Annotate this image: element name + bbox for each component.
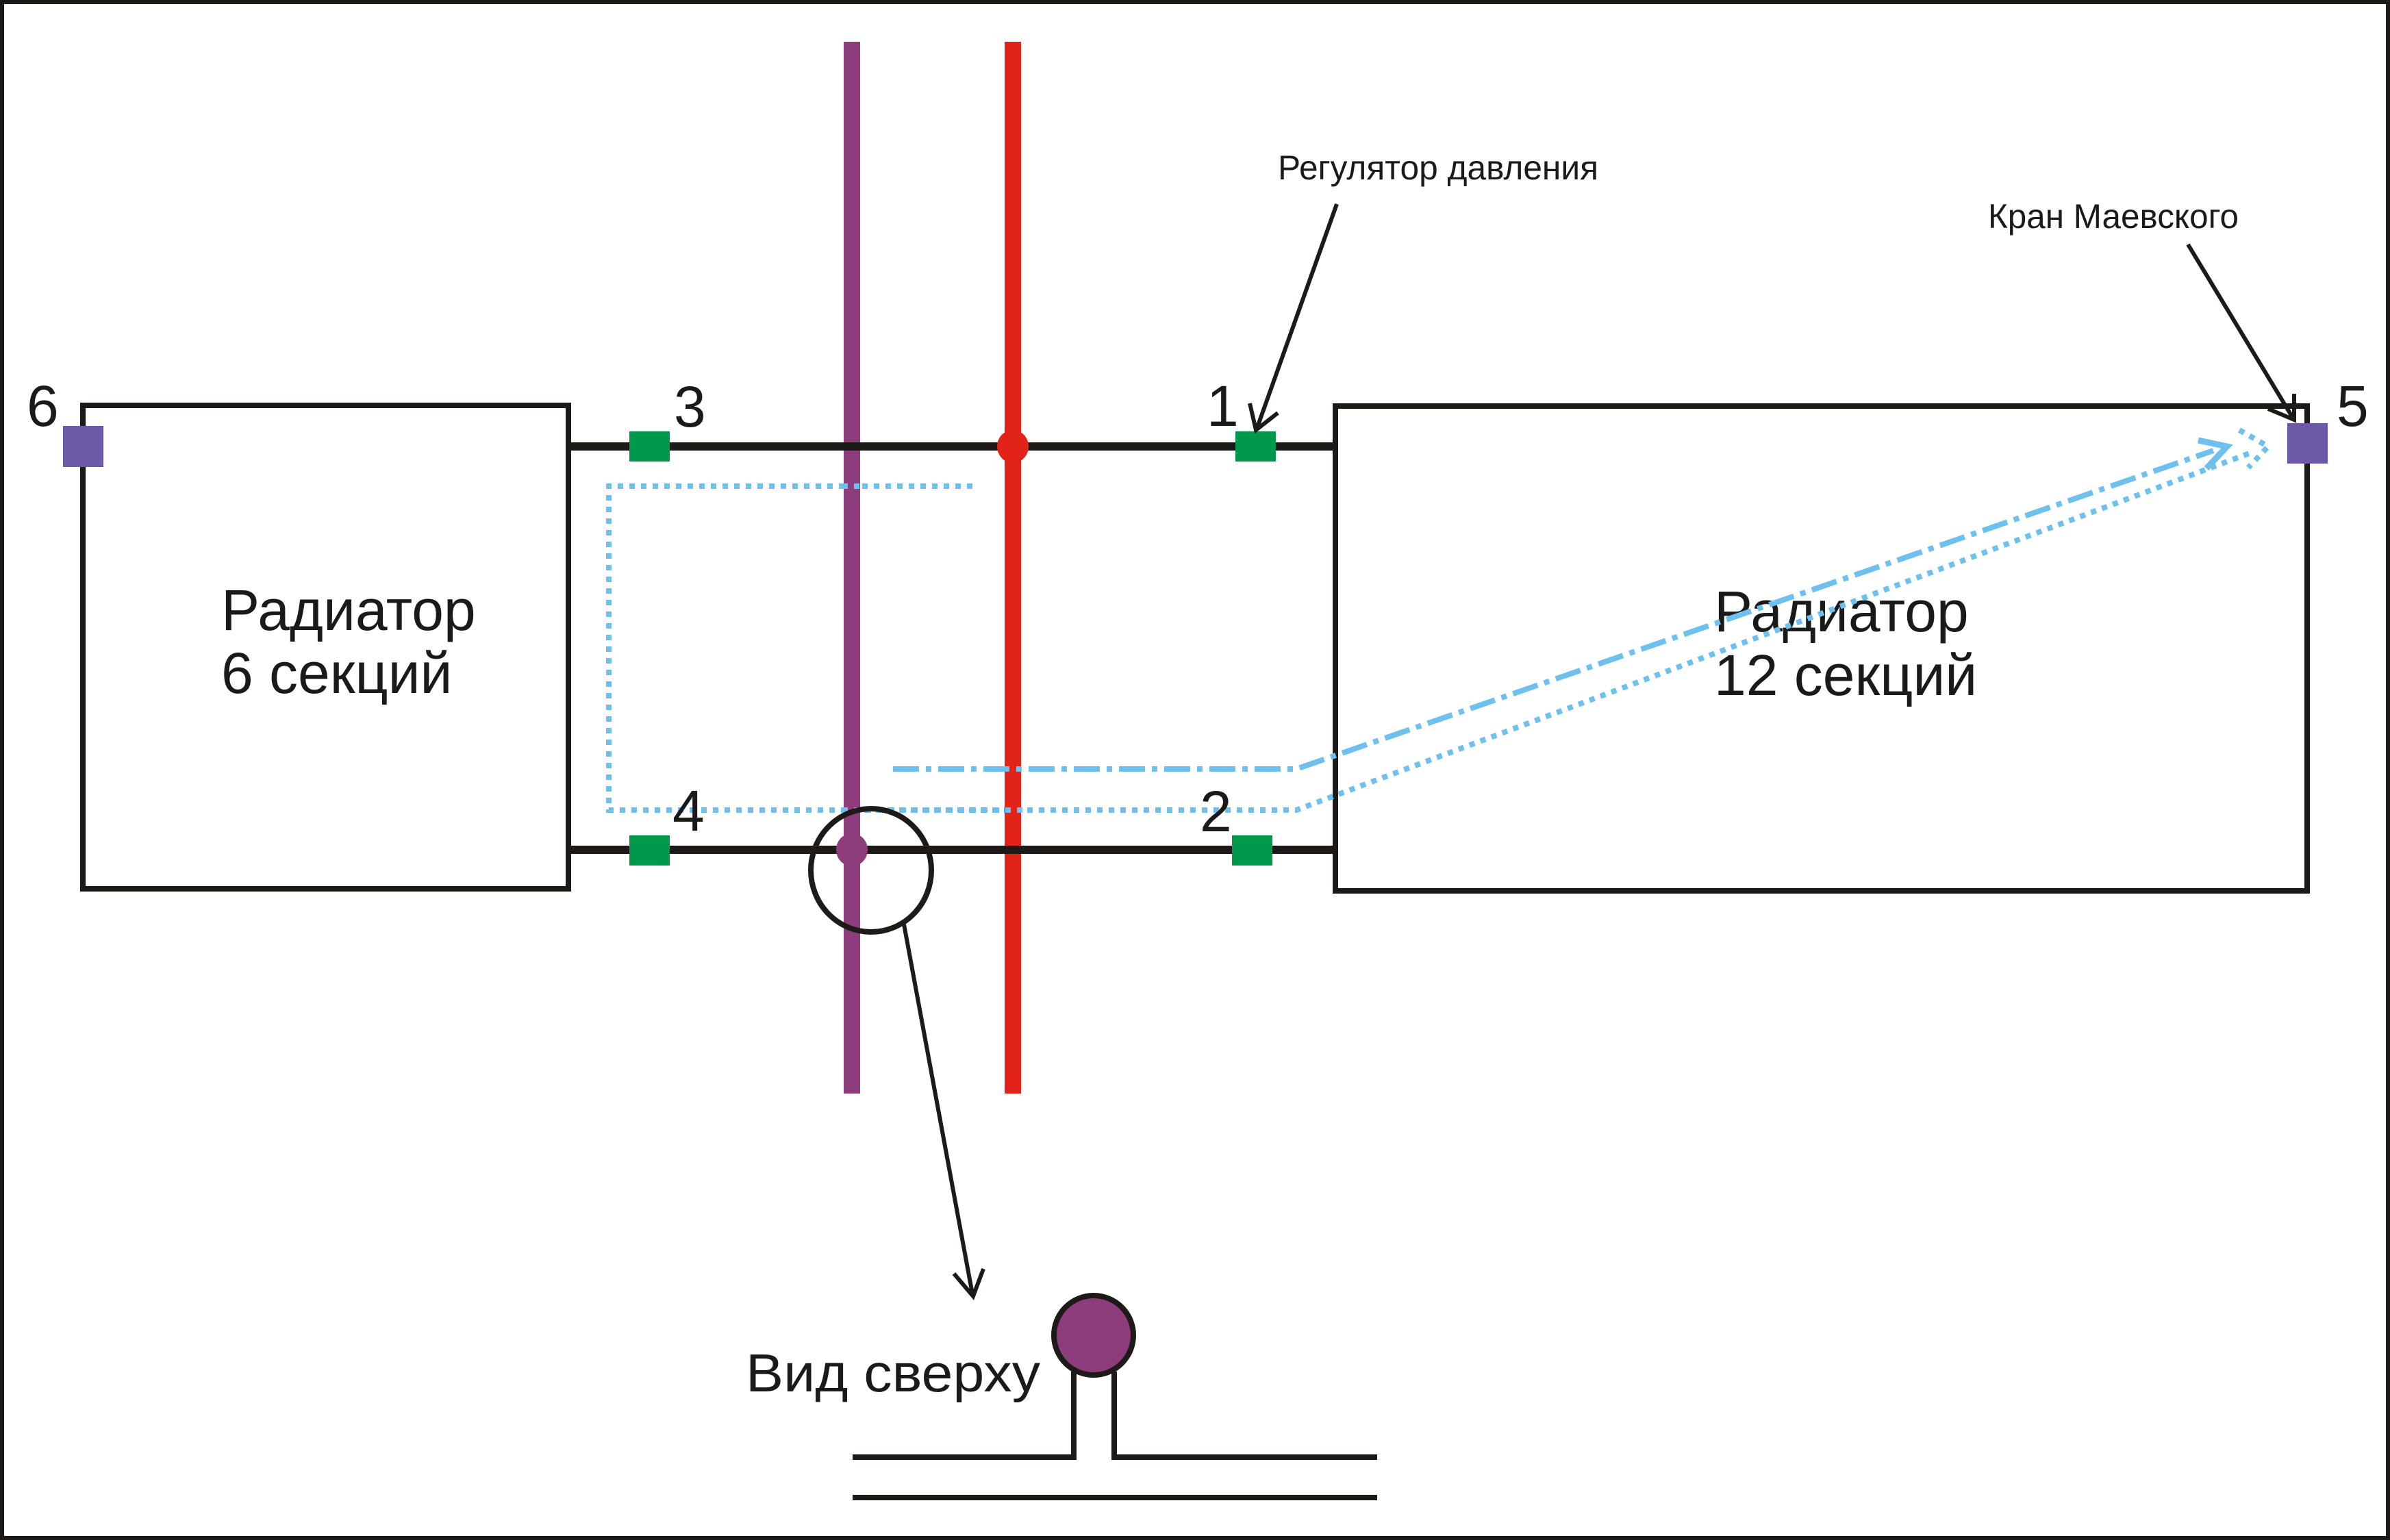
return-tee-junction — [836, 833, 868, 866]
radiator-left-title: Радиатор — [221, 578, 476, 642]
valve-2 — [1232, 835, 1272, 866]
flow-path-dash-dot-arrowhead — [2198, 437, 2233, 471]
pressure-regulator-arrowhead — [1248, 403, 1279, 434]
mayevsky-valve-arrowhead — [2267, 394, 2296, 423]
radiator-left-subtitle: 6 секций — [221, 641, 452, 705]
point-label-2: 2 — [1200, 779, 1232, 844]
point-label-4: 4 — [672, 779, 705, 843]
mayevsky-valve-label: Кран Маевского — [1988, 197, 2239, 236]
top-view-riser-circle — [1051, 1293, 1136, 1378]
pressure-regulator-label: Регулятор давления — [1278, 149, 1598, 187]
detail-callout-arrowhead — [952, 1267, 985, 1300]
air-valve-6 — [63, 426, 103, 467]
top-view-branch-right — [1111, 1372, 1377, 1460]
radiator-right-box — [1333, 403, 2310, 894]
flow-path-dash-dot — [893, 448, 2215, 772]
top-view-label: Вид сверху — [746, 1343, 1040, 1403]
detail-callout-arrow-line — [902, 924, 974, 1295]
detail-highlight-circle — [808, 806, 934, 935]
point-label-5: 5 — [2337, 374, 2369, 438]
air-valve-5 — [2287, 423, 2328, 464]
pressure-regulator-arrow-line — [1255, 203, 1339, 429]
radiator-left-box — [80, 403, 571, 892]
point-label-3: 3 — [674, 375, 706, 439]
valve-4 — [629, 835, 670, 866]
point-label-6: 6 — [27, 374, 59, 438]
radiator-right-title: Радиатор — [1714, 579, 1969, 644]
valve-3 — [629, 431, 670, 462]
valve-1 — [1235, 431, 1276, 462]
supply-tee-junction — [997, 430, 1029, 463]
top-view-branch-left — [853, 1372, 1077, 1460]
flow-path-dotted-loop — [606, 449, 2254, 813]
mayevsky-valve-arrow-line — [2186, 243, 2295, 419]
radiator-right-subtitle: 12 секций — [1714, 643, 1977, 707]
point-label-1: 1 — [1207, 374, 1239, 438]
